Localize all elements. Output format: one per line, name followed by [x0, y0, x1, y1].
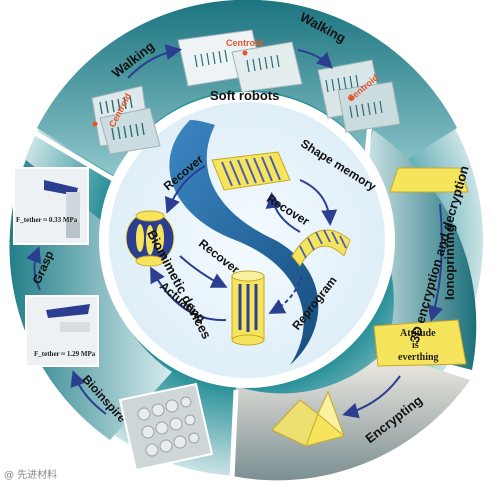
striped-sheet [211, 151, 291, 191]
grasp-photo-bottom [25, 295, 99, 367]
pressure-label-bottom: F_tether ≈ 1.29 MPa [34, 350, 96, 358]
message-line-3: everthing [398, 352, 439, 363]
arrow-recover-middle [265, 192, 301, 233]
yellow-sheet-message [373, 319, 467, 367]
robot-middle-sheet [177, 29, 303, 93]
arrow-recover-top [165, 165, 206, 214]
centroid-label-b: Centroid [226, 38, 263, 48]
barrel-actuator [125, 210, 175, 267]
soft-robots-title: Soft robots [210, 88, 279, 103]
arrow-encrypting [342, 375, 401, 419]
robot-right-sheet [317, 59, 401, 133]
cylinder-actuator [231, 270, 265, 346]
arrow-ionoprinting [427, 203, 444, 322]
arrow-recover-lower [179, 255, 228, 288]
arrow-bioinspire [70, 370, 107, 415]
arrow-reprogram [268, 275, 303, 314]
pressure-label-top: F_tether ≈ 0.33 MPa [16, 216, 78, 224]
segment-ionoprinting [358, 130, 477, 370]
center-wave [169, 120, 319, 365]
robot-left-sheet [91, 85, 161, 155]
octopus-photo [118, 382, 214, 472]
message-line-2: is [412, 340, 419, 351]
yellow-sheet-top [389, 167, 469, 193]
folded-origami [271, 390, 346, 447]
walking-left-arrow [127, 44, 182, 79]
arrow-grasp [26, 246, 41, 291]
walking-right-arrow [297, 49, 333, 69]
watermark: @ 先进材料 [4, 468, 57, 481]
grasp-photo-top [13, 167, 89, 245]
label-ionoprinting: Ionoprinting [442, 224, 457, 300]
arched-sheet [291, 229, 351, 267]
arrow-shape-memory [299, 179, 338, 226]
message-line-1: Attitude [400, 328, 436, 339]
arrow-actuating [150, 266, 227, 322]
